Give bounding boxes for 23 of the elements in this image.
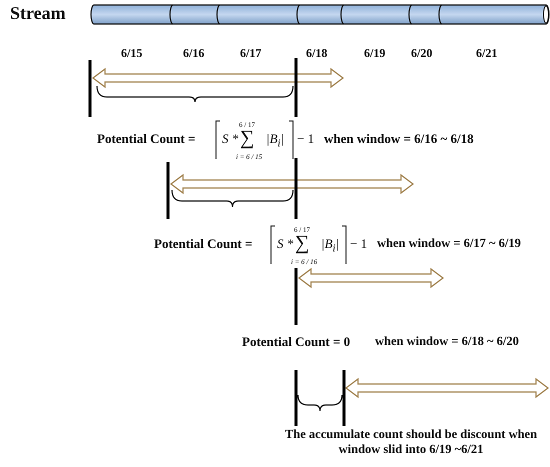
formula-term: S *: [222, 132, 238, 145]
formula-term: |B$_{i}$|: [266, 132, 284, 150]
formula-label: Potential Count =: [97, 132, 196, 145]
formula-term: |B$_{i}$|: [321, 237, 340, 254]
formula-term: S *: [277, 237, 294, 250]
window-condition: when window = 6/17 ~ 6/19: [377, 237, 521, 250]
date-label: 6/21: [476, 47, 498, 59]
formula-term: − 1: [350, 237, 368, 250]
date-label: 6/19: [364, 47, 386, 59]
date-label: 6/16: [183, 47, 204, 59]
formula-label: Potential Count =: [154, 237, 252, 250]
sum-sign: ∑: [240, 128, 254, 148]
window-condition: when window = 6/18 ~ 6/20: [375, 335, 519, 348]
date-label: 6/18: [306, 47, 328, 59]
date-label: 6/20: [411, 47, 432, 59]
formula-term: − 1: [297, 132, 314, 145]
note-text: The accumulate count should be discount when window slid into 6/19 ~6/21: [284, 427, 538, 457]
formula-label: Potential Count = 0: [242, 335, 350, 348]
date-label: 6/15: [121, 47, 142, 59]
date-label: 6/17: [240, 47, 262, 59]
stream-label: Stream: [10, 4, 66, 22]
window-condition: when window = 6/16 ~ 6/18: [324, 132, 474, 145]
sum-sign: ∑: [295, 233, 310, 253]
